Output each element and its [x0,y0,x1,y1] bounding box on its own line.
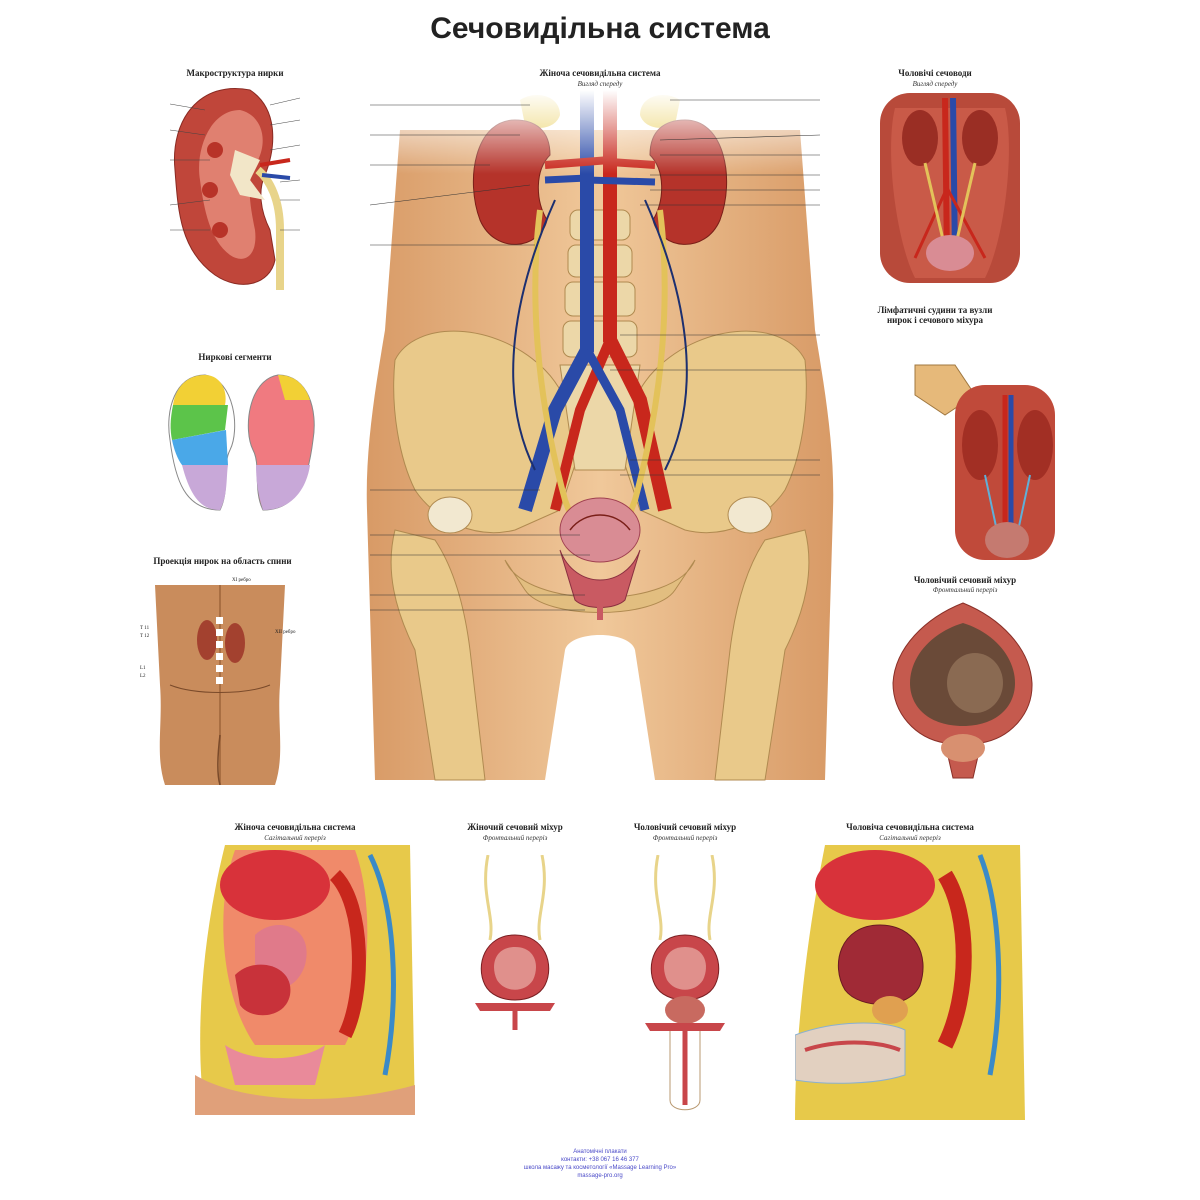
projection-label-xi: XI ребро [232,578,251,583]
lymph-illustration [914,364,1055,560]
male-sagittal-title: Чоловіча сечовидільна система [846,822,974,832]
page-title: Сечовидільна система [430,12,770,45]
footer-contact: Анатомічні плакати контакти: +38 067 16 … [0,1148,1200,1180]
projection-label-t11: Т 11 [140,626,150,631]
kidney-segments-illustration [168,374,315,511]
back-projection-illustration [155,585,285,785]
male-bladder-front-title: Чоловічий сечовий міхур [913,575,1017,585]
footer-line-1: Анатомічні плакати [573,1149,627,1155]
kidney-macro-leader-lines [169,97,301,231]
projection-label-t12: Т 12 [140,634,150,639]
female-bladder-subtitle: Фронтальний переріз [482,834,548,842]
male-sagittal-subtitle: Сагітальний переріз [879,834,941,842]
footer-line-2: контакти: +38 067 16 46 377 [561,1157,639,1163]
male-organs-title: Чоловічі сечоводи [898,68,972,78]
projection-label-l1: L1 [140,666,146,671]
female-main-title: Жіноча сечовидільна система [539,68,661,78]
male-urinary-organs-illustration [880,93,1020,283]
kidney-segments-title: Ниркові сегменти [198,352,272,362]
footer-line-3: школа масажу та косметології «Massage Le… [523,1165,677,1171]
footer-line-4[interactable]: massage-pro.org [577,1173,623,1179]
male-bladder-front-subtitle: Фронтальний переріз [932,586,998,594]
female-sagittal-subtitle: Сагітальний переріз [264,834,326,842]
projection-label-xii: XII ребро [275,630,296,635]
female-urinary-system-illustration [355,90,845,790]
male-bladder-frontal-illustration [892,602,1033,779]
male-bladder-title: Чоловічий сечовий міхур [633,822,737,832]
projection-label-l2: L2 [140,674,146,679]
kidney-macro-title: Макроструктура нирки [186,68,284,78]
male-sagittal-illustration [795,845,1025,1120]
female-bladder-illustration [475,855,555,1030]
projection-title: Проекція нирок на область спини [153,556,292,566]
female-main-subtitle: Вигляд спереду [577,80,623,88]
male-organs-subtitle: Вигляд спереду [912,80,958,88]
lymph-title: Лімфатичні судини та вузли нирок і сечов… [877,305,993,325]
female-sagittal-illustration [195,845,415,1115]
female-sagittal-title: Жіноча сечовидільна система [234,822,356,832]
male-bladder-illustration [645,855,725,1111]
male-bladder-subtitle: Фронтальний переріз [652,834,718,842]
female-bladder-title: Жіночий сечовий міхур [467,822,563,832]
female-main-leader-lines [369,99,821,611]
kidney-macro-illustration [173,88,291,290]
